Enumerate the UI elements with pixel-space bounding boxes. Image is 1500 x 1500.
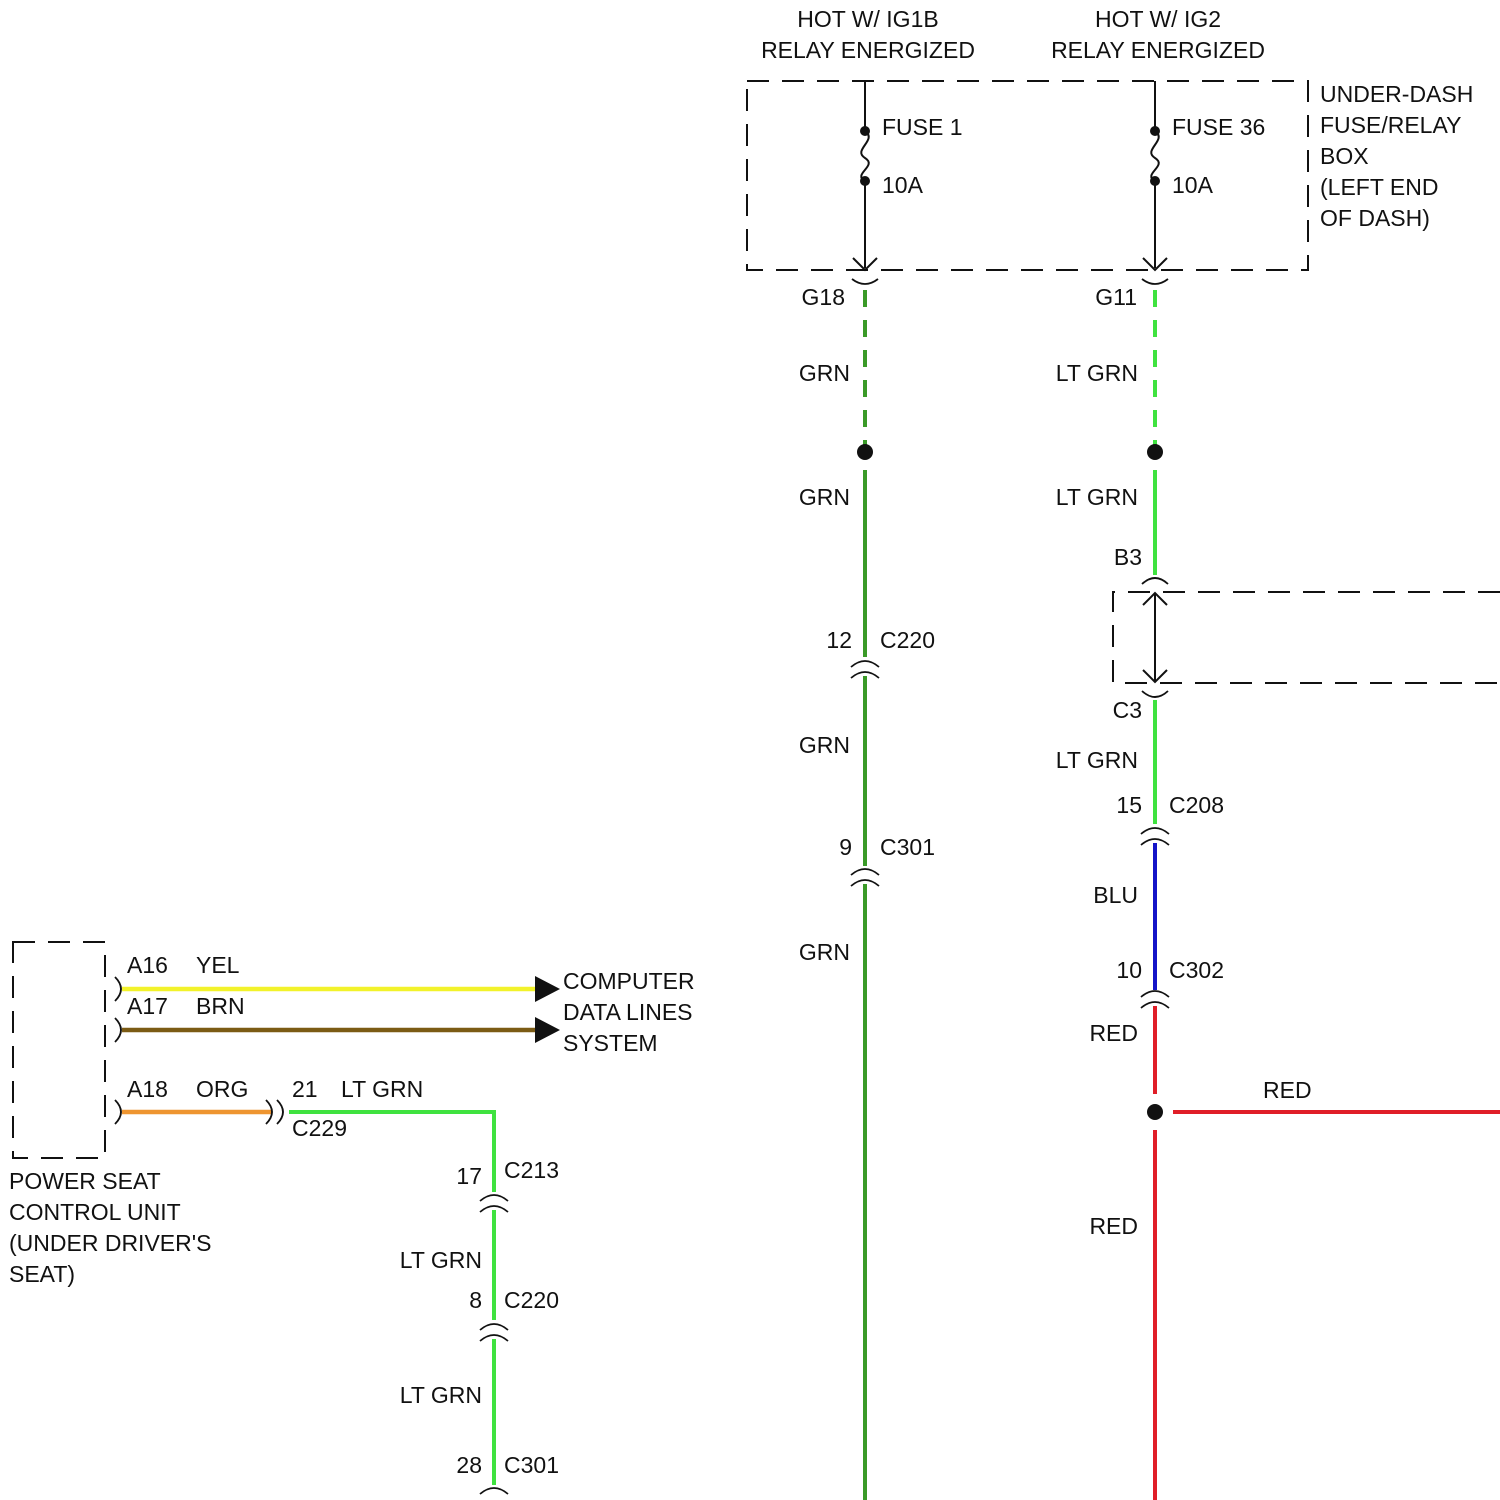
seat-lt-grn-label-1: LT GRN [400, 1247, 482, 1273]
g11-terminal-label: G11 [1095, 284, 1137, 310]
b3-junction-label: B3 [1114, 544, 1142, 570]
c301-name-seat: C301 [504, 1452, 559, 1478]
c220-pin-8: 8 [469, 1287, 482, 1313]
fuse-box-label-line3: BOX [1320, 143, 1369, 169]
a18-pin-label: A18 [127, 1076, 168, 1102]
seat-lt-grn-label-2: LT GRN [400, 1382, 482, 1408]
a18-pin-symbol [115, 1100, 121, 1124]
power-seat-label-line4: SEAT) [9, 1261, 75, 1287]
a17-pin-symbol [115, 1018, 121, 1042]
b3-c3-internal-link [1143, 593, 1167, 682]
red-wire-label-1: RED [1089, 1020, 1138, 1046]
c213-pin-17: 17 [456, 1163, 482, 1189]
g11-terminal-symbol [1142, 279, 1168, 284]
data-lines-label-line1: COMPUTER [563, 968, 695, 994]
ig1b-source-line1: HOT W/ IG1B [797, 6, 938, 32]
fuse-1-name: FUSE 1 [882, 114, 963, 140]
c208-name: C208 [1169, 792, 1224, 818]
c3-connector-symbol [1142, 691, 1168, 697]
c220-pin-12: 12 [826, 627, 852, 653]
ig2-source-line1: HOT W/ IG2 [1095, 6, 1221, 32]
fuse-36-name: FUSE 36 [1172, 114, 1265, 140]
power-seat-label-line2: CONTROL UNIT [9, 1199, 181, 1225]
c301-connector-grn [851, 869, 879, 886]
a16-pin-label: A16 [127, 952, 168, 978]
fuse-36 [1143, 81, 1167, 270]
ig1b-source-line2: RELAY ENERGIZED [761, 37, 975, 63]
a16-pin-symbol [115, 977, 121, 1001]
c3-junction-label: C3 [1113, 697, 1142, 723]
b3-connector-symbol [1142, 578, 1168, 584]
c301-pin-9: 9 [839, 834, 852, 860]
c229-name: C229 [292, 1115, 347, 1141]
fuse-box-label-line1: UNDER-DASH [1320, 81, 1473, 107]
g18-terminal-symbol [852, 279, 878, 284]
lt-grn-wire-label-1: LT GRN [1056, 360, 1138, 386]
g18-terminal-label: G18 [802, 284, 845, 310]
red-splice-dot [1147, 1104, 1163, 1120]
c220-name-grn: C220 [880, 627, 935, 653]
grn-wire-label-2: GRN [799, 484, 850, 510]
grn-wire-label-3: GRN [799, 732, 850, 758]
c208-connector [1141, 828, 1169, 845]
grn-wire-label-4: GRN [799, 939, 850, 965]
c301-pin-28: 28 [456, 1452, 482, 1478]
yel-arrow-icon [535, 976, 560, 1002]
ig2-source-line2: RELAY ENERGIZED [1051, 37, 1265, 63]
c208-pin-15: 15 [1116, 792, 1142, 818]
fuse-1-rating: 10A [882, 172, 924, 198]
c213-connector [480, 1195, 508, 1212]
lt-grn-wire-label-3: LT GRN [1056, 747, 1138, 773]
c301-connector-seat [480, 1488, 508, 1494]
c229-pin-21: 21 [292, 1076, 318, 1102]
grn-splice-dot [857, 444, 873, 460]
c229-wire-color: LT GRN [341, 1076, 423, 1102]
data-lines-label-line3: SYSTEM [563, 1030, 658, 1056]
power-seat-label-line1: POWER SEAT [9, 1168, 161, 1194]
red-wire-label-2: RED [1089, 1213, 1138, 1239]
grn-wire-label-1: GRN [799, 360, 850, 386]
fuse-box-label-line2: FUSE/RELAY [1320, 112, 1461, 138]
a16-wire-color: YEL [196, 952, 240, 978]
a17-pin-label: A17 [127, 993, 168, 1019]
c220-name-seat: C220 [504, 1287, 559, 1313]
c213-name: C213 [504, 1157, 559, 1183]
c301-name-grn: C301 [880, 834, 935, 860]
a17-wire-color: BRN [196, 993, 245, 1019]
fuse-1 [853, 81, 877, 270]
fuse-box-label-line5: OF DASH) [1320, 205, 1430, 231]
lt-grn-wire-label-2: LT GRN [1056, 484, 1138, 510]
blu-wire-label: BLU [1093, 882, 1138, 908]
lt-grn-splice-dot [1147, 444, 1163, 460]
c302-connector [1141, 991, 1169, 1008]
c302-pin-10: 10 [1116, 957, 1142, 983]
red-branch-label: RED [1263, 1077, 1312, 1103]
c220-connector-grn [851, 661, 879, 678]
b3-c3-junction-box-outline [1113, 592, 1500, 683]
brn-arrow-icon [535, 1017, 560, 1043]
fuse-relay-box-outline [747, 81, 1308, 270]
a18-wire-color: ORG [196, 1076, 248, 1102]
data-lines-label-line2: DATA LINES [563, 999, 693, 1025]
fuse-box-label-line4: (LEFT END [1320, 174, 1438, 200]
power-seat-label-line3: (UNDER DRIVER'S [9, 1230, 211, 1256]
fuse-36-rating: 10A [1172, 172, 1214, 198]
c302-name: C302 [1169, 957, 1224, 983]
c220-connector-seat [480, 1324, 508, 1341]
power-seat-unit-outline [13, 942, 105, 1158]
